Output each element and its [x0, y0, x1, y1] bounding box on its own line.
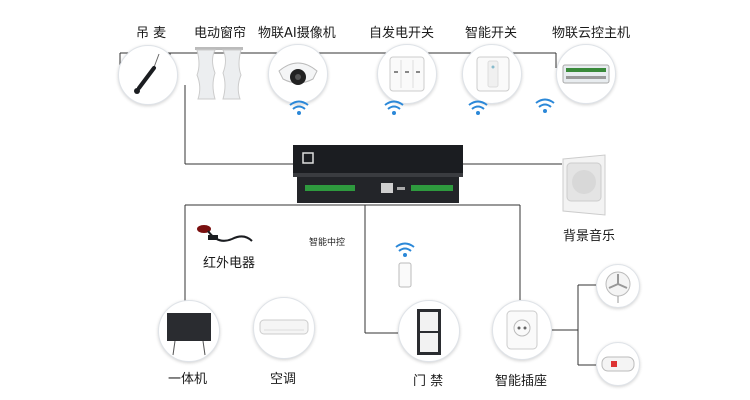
air-conditioner-icon [259, 319, 309, 335]
label-hanging-mic: 吊 麦 [136, 26, 167, 41]
smart-switch-node[interactable] [462, 44, 522, 104]
speaker-icon [562, 154, 606, 216]
wifi-icon [468, 100, 488, 115]
wifi-icon [384, 100, 404, 115]
hanging-mic-node[interactable] [118, 45, 178, 105]
socket-icon [506, 310, 538, 350]
label-door-access: 门 禁 [413, 374, 444, 389]
label-air-conditioner: 空调 [270, 372, 297, 387]
curtain-icon [195, 47, 243, 100]
water-heater-icon [601, 356, 635, 372]
self-power-switch-node[interactable] [377, 44, 437, 104]
microphone-icon [134, 53, 160, 94]
controller-device-icon [293, 145, 463, 203]
label-curtain: 电动窗帘 [194, 26, 247, 41]
controller-host-icon [562, 64, 610, 84]
central-controller[interactable] [293, 145, 463, 205]
all-in-one-node[interactable] [158, 300, 220, 362]
water-heater-node[interactable] [596, 342, 640, 386]
camera-icon [278, 62, 318, 85]
iot-host-node[interactable] [556, 44, 616, 104]
label-iot-host: 物联云控主机 [552, 26, 631, 41]
wifi-icon [289, 100, 309, 115]
label-background-music: 背景音乐 [563, 229, 616, 244]
speaker-node[interactable] [559, 153, 609, 217]
door-icon [417, 309, 441, 355]
ai-camera-node[interactable] [268, 44, 328, 104]
door-access-node[interactable] [398, 300, 460, 362]
fan-node[interactable] [596, 264, 640, 308]
label-ai-camera: 物联AI摄像机 [258, 26, 336, 41]
wifi-icon [395, 242, 415, 257]
wall-switch-icon [476, 56, 510, 92]
label-smart-socket: 智能插座 [495, 374, 548, 389]
label-all-in-one: 一体机 [168, 372, 208, 387]
curtain-node[interactable] [193, 45, 245, 101]
door-sensor[interactable] [398, 262, 412, 288]
wifi-icon [535, 98, 555, 113]
touch-display-icon [167, 313, 211, 356]
ir-appliance-node[interactable] [196, 223, 256, 251]
label-self-power-switch: 自发电开关 [369, 26, 435, 41]
label-ir-appliance: 红外电器 [203, 256, 256, 271]
door-sensor-icon [398, 262, 412, 288]
air-conditioner-node[interactable] [253, 297, 315, 359]
smart-socket-node[interactable] [492, 300, 552, 360]
fan-icon [605, 271, 631, 303]
controller-label: 智能中控 [309, 238, 346, 248]
ir-cable-icon [197, 225, 253, 242]
label-smart-switch: 智能开关 [465, 26, 518, 41]
wall-switch-icon [389, 56, 425, 92]
